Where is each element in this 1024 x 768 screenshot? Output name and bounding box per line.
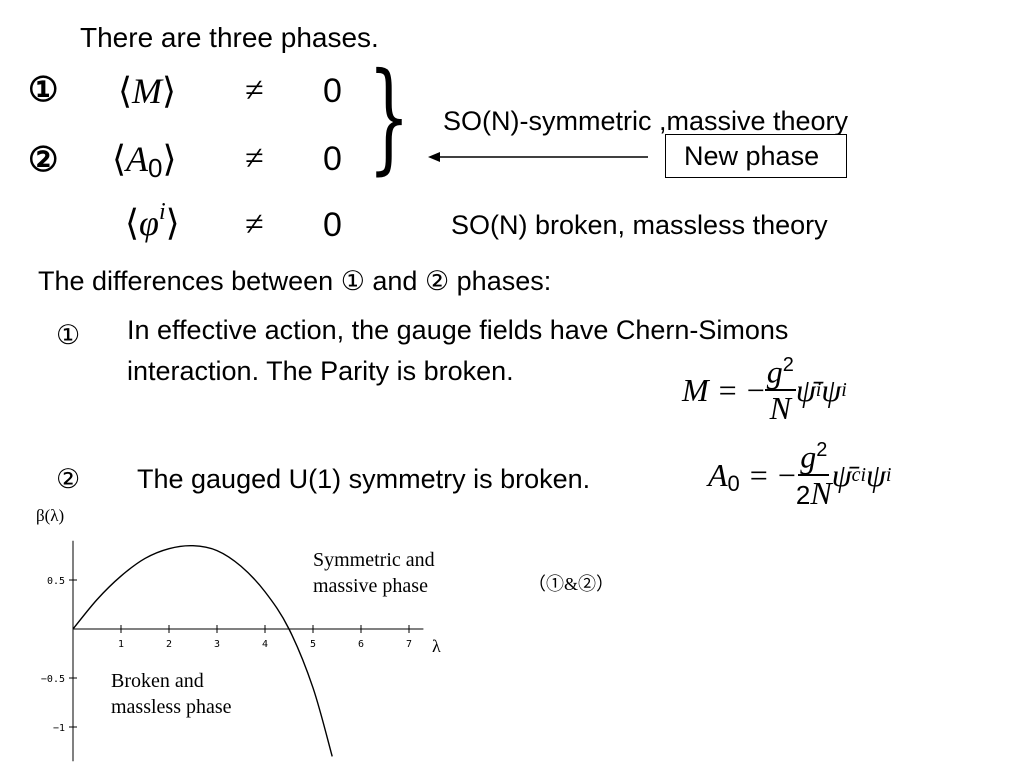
y-axis-label: β(λ) [36,506,65,525]
new-phase-label: New phase [684,140,820,171]
x-tick-label: 1 [118,639,124,650]
symmetric-theory-label: SO(N)-symmetric ,massive theory [443,106,849,136]
y-tick-label: 0.5 [47,576,65,587]
differences-heading: The differences between ① and ② phases: [38,266,552,296]
neq-symbol-1: ≠ [245,72,264,109]
new-phase-box: New phase [665,134,847,178]
difference-marker-1: ① [56,320,81,350]
beta-function-chart: 1 2 3 4 5 6 7 0.5 −0.5 −1 [41,540,424,762]
x-tick-label: 5 [310,639,316,650]
neq-symbol-2: ≠ [245,140,264,177]
broken-theory-label: SO(N) broken, massless theory [451,210,828,240]
broken-annotation-line1: Broken and [111,670,204,692]
beta-curve [72,544,333,757]
zero-2: 0 [323,140,342,178]
vev-m: ⟨M⟩ [118,71,177,111]
zero-3: 0 [323,206,342,244]
page-title: There are three phases. [80,22,379,53]
y-tick-label: −0.5 [41,674,65,685]
symmetric-annotation-line2: massive phase [313,575,428,597]
x-tick-label: 3 [214,639,220,650]
y-tick-label: −1 [53,723,65,734]
difference-item-1-line1: In effective action, the gauge fields ha… [127,315,789,345]
phase-note: （①&②） [528,574,615,594]
phase-marker-2: ② [28,141,59,179]
vev-phi: ⟨φi⟩ [125,199,180,243]
x-tick-label: 2 [166,639,172,650]
symmetric-phase-annotation: Symmetric and massive phase [313,547,435,599]
x-tick-label: 6 [358,639,364,650]
neq-symbol-3: ≠ [245,206,264,243]
x-tick-label: 7 [406,639,412,650]
broken-annotation-line2: massless phase [111,696,232,718]
curly-brace: } [368,48,410,187]
x-axis-label: λ [432,636,441,656]
difference-marker-2: ② [56,464,81,494]
phase-marker-1: ① [28,71,59,109]
symmetric-annotation-line1: Symmetric and [313,549,435,571]
vev-a0: ⟨A0⟩ [112,139,177,183]
difference-item-1-line2: interaction. The Parity is broken. [127,356,514,386]
zero-1: 0 [323,72,342,110]
difference-item-2-text: The gauged U(1) symmetry is broken. [137,464,591,494]
arrow-left-icon [428,152,648,162]
x-tick-label: 4 [262,639,268,650]
broken-phase-annotation: Broken and massless phase [111,668,232,720]
